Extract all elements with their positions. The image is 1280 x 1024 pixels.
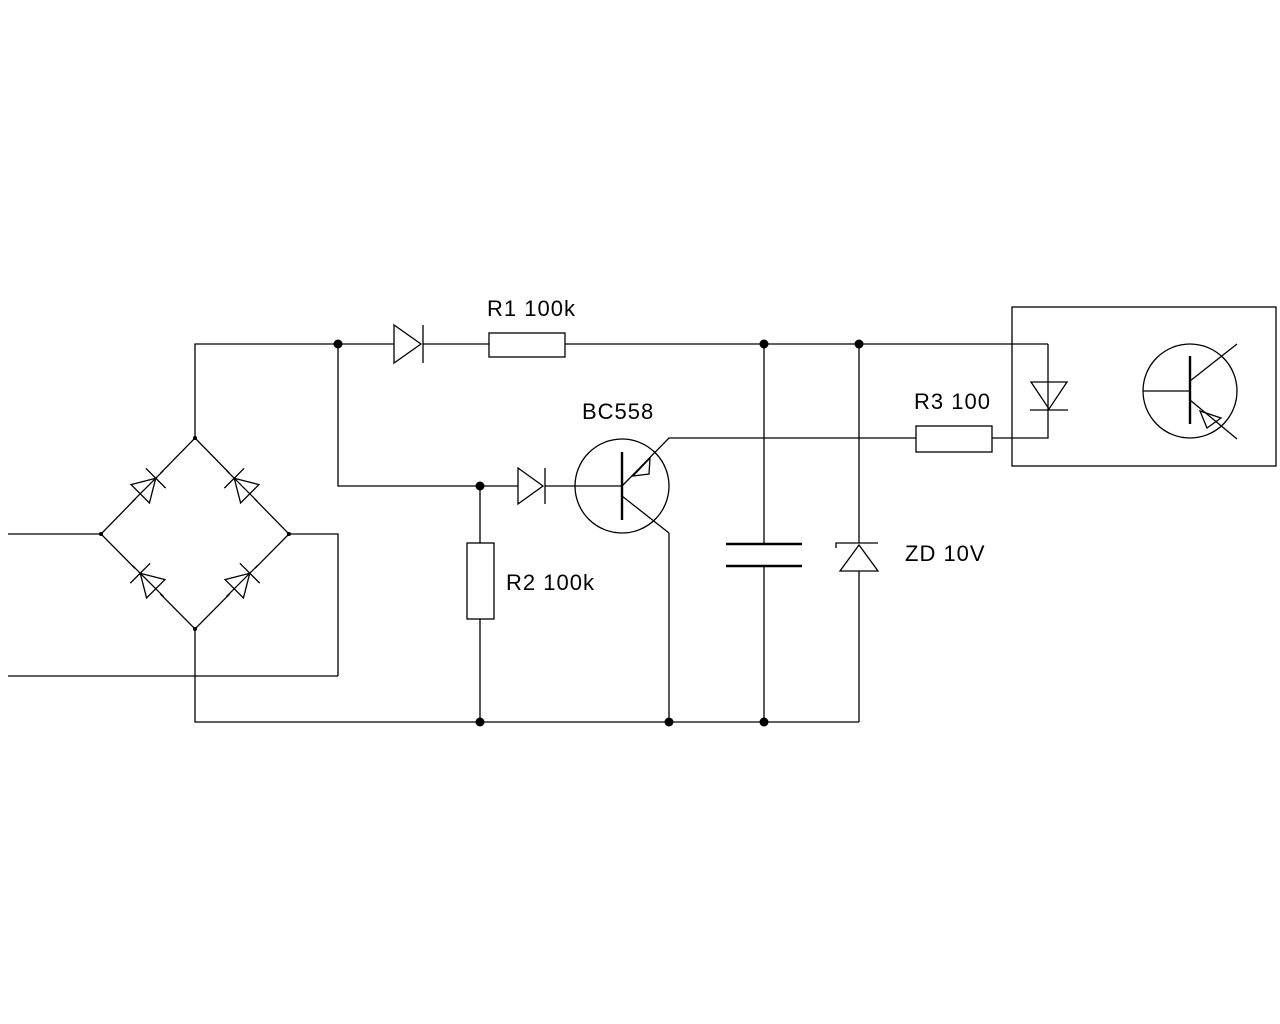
resistor-r1: R1 100k [487,296,576,358]
optocoupler [1011,306,1277,467]
bridge-diode-lower-left [125,558,171,604]
diode-d1 [393,323,424,365]
r3-label: R3 100 [914,389,991,414]
diode-d2 [517,466,546,506]
bridge-diode-upper-right [219,463,265,509]
bottom-rail [194,629,859,727]
transistor-label: BC558 [582,399,654,424]
bridge-diode-upper-left [125,463,171,509]
ac-input-wires [8,533,339,677]
bridge-rectifier [99,436,291,631]
r1-label: R1 100k [487,296,576,321]
resistor-r2: R2 100k [466,486,595,722]
capacitor [726,344,802,727]
r2-label: R2 100k [506,570,595,595]
bridge-diode-lower-right [219,558,265,604]
zener-diode: ZD 10V [835,344,986,722]
resistor-r3: R3 100 [914,389,1049,453]
zener-label: ZD 10V [905,541,986,566]
transistor-bc558: BC558 [574,399,916,722]
base-branch [337,344,622,491]
